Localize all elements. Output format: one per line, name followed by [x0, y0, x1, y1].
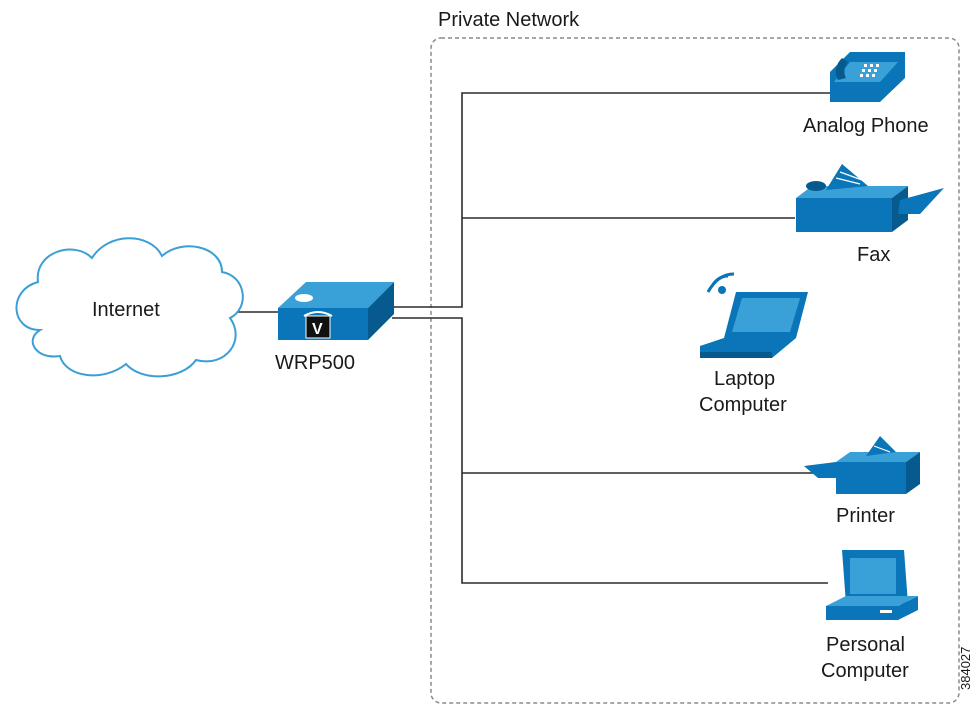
pc-label-line2: Computer: [821, 660, 909, 682]
printer-label: Printer: [836, 505, 895, 527]
laptop-label-line1: Laptop: [714, 368, 775, 390]
fax-label: Fax: [857, 244, 890, 266]
private-network-label: Private Network: [438, 9, 580, 31]
analog-phone-icon: [830, 52, 905, 102]
internet-cloud: Internet: [15, 237, 244, 378]
pc-icon: [826, 550, 918, 620]
laptop-icon: [700, 272, 808, 358]
router-label: WRP500: [275, 352, 355, 374]
router-icon: V: [278, 282, 394, 340]
private-network-boundary: [430, 37, 960, 704]
laptop-label-line2: Computer: [699, 394, 787, 416]
connections: [236, 92, 832, 584]
fax-icon: [796, 164, 944, 232]
router-badge: V: [312, 321, 323, 338]
pc-label-line1: Personal: [826, 634, 905, 656]
printer-icon: [804, 436, 920, 494]
internet-label: Internet: [92, 299, 160, 321]
figure-id: 384027: [958, 647, 973, 690]
analog-phone-label: Analog Phone: [803, 115, 929, 137]
wire-upper-bus: [392, 92, 830, 308]
wire-lower-bus: [392, 317, 828, 584]
